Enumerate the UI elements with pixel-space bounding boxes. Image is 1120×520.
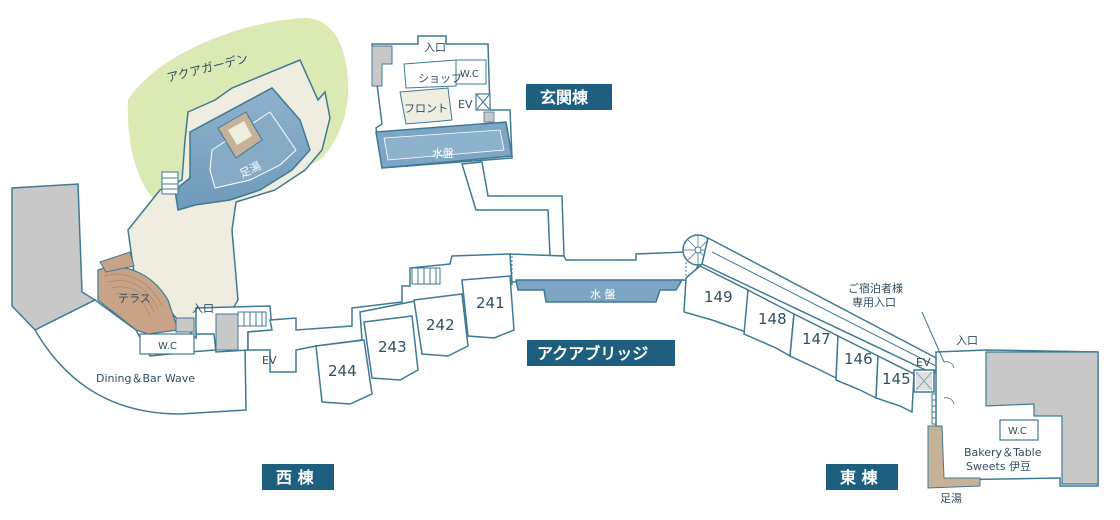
genkan-connector [461, 161, 565, 257]
terrace-steps [103, 273, 163, 317]
wc-west [139, 333, 195, 355]
garden-stairs [161, 171, 179, 195]
room-147-shape [789, 312, 839, 380]
label-entrance-east: 入口 [956, 334, 978, 347]
label-suiban-bridge: 水 盤 [590, 288, 616, 301]
label-ev-genkan: EV [458, 98, 473, 111]
room-244-label: 244 [328, 362, 357, 380]
room-242-shape [413, 293, 469, 357]
west-gray-sq-1 [175, 317, 195, 333]
genkan-shop [403, 59, 457, 89]
label-wc-genkan: W.C [460, 69, 479, 80]
room-241-shape [461, 275, 515, 339]
east-foot-bath [927, 425, 981, 489]
room-242-label: 242 [426, 316, 455, 334]
room-146-shape [835, 334, 879, 400]
east-gray-sq [916, 372, 932, 390]
svg-text:玄関棟: 玄関棟 [540, 88, 589, 107]
room-146-label: 146 [844, 350, 873, 368]
badge-higashi: 東 棟 [826, 464, 898, 490]
guest-entrance-pointer [921, 311, 945, 363]
terrace-planter [99, 251, 135, 273]
room-145-label: 145 [882, 370, 911, 388]
corridor-stairs [411, 267, 441, 285]
bridge-water-basin [515, 279, 684, 303]
room-241-label: 241 [476, 294, 505, 312]
room-147-label: 147 [802, 330, 831, 348]
badge-nishi: 西 棟 [262, 464, 334, 490]
label-front: フロント [404, 102, 448, 115]
label-wc-west: W.C [158, 341, 177, 352]
west-gray-sq-2 [215, 313, 239, 351]
pool-inner-edge [209, 111, 297, 189]
genkan-front-desk [399, 87, 453, 125]
label-guest-entrance-1: ご宿泊者様 [848, 281, 903, 295]
svg-text:アクアブリッジ: アクアブリッジ [537, 344, 648, 363]
svg-text:東 棟: 東 棟 [840, 468, 879, 487]
room-243-shape [363, 315, 419, 381]
label-guest-entrance-2: 専用入口 [852, 296, 896, 309]
genkan-gray-sq [483, 111, 495, 123]
badge-genkan: 玄関棟 [526, 84, 612, 110]
badge-bridge: アクアブリッジ [527, 340, 675, 366]
label-entrance-west: 入口 [192, 302, 214, 315]
room-243-label: 243 [378, 338, 407, 356]
label-dining: Dining＆Bar Wave [96, 372, 195, 385]
room-145-shape [875, 354, 915, 414]
label-ev-east: EV [916, 356, 931, 369]
foot-bath-u-inner [228, 121, 252, 145]
genkan-gray [371, 45, 393, 87]
genkan-water-inner [383, 129, 505, 161]
room-148-shape [743, 288, 795, 358]
door-arc-east-1 [943, 361, 955, 369]
room-244-shape [315, 339, 373, 405]
label-wc-east: W.C [1008, 426, 1027, 437]
door-arc-east-2 [943, 397, 955, 405]
room-148-label: 148 [758, 310, 787, 328]
label-ev-west: EV [262, 354, 277, 367]
genkan-ev-x2 [476, 94, 490, 110]
label-bakery-2: Sweets 伊豆 [966, 460, 1031, 473]
label-bakery-1: Bakery＆Table [964, 446, 1042, 459]
bridge-deck [509, 251, 701, 283]
label-terrace: テラス [118, 292, 151, 305]
east-corridor-inner-line [711, 251, 937, 367]
label-foot-bath-east: 足湯 [940, 492, 962, 505]
east-gray-block [985, 351, 1099, 485]
label-entrance-genkan: 入口 [424, 41, 446, 54]
svg-text:西 棟: 西 棟 [276, 468, 315, 487]
room-149-label: 149 [704, 288, 733, 306]
wc-east [999, 419, 1039, 441]
label-suiban-genkan: 水盤 [432, 147, 454, 160]
label-shop: ショップ [418, 72, 462, 85]
west-stairs [237, 311, 267, 327]
